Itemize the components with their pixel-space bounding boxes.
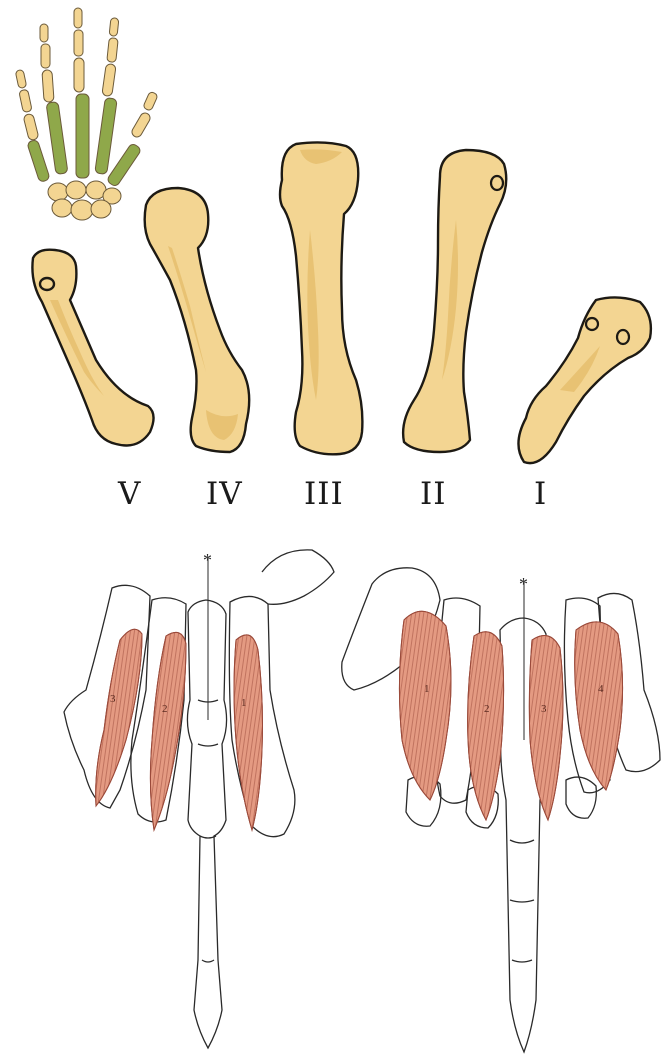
metacarpal-bones	[32, 142, 650, 463]
dorsal-label-1: 1	[424, 683, 430, 695]
label-metacarpal-v: V	[118, 476, 141, 512]
axis-marker-left: *	[203, 550, 212, 570]
metacarpal-ii	[403, 150, 506, 452]
dorsal-label-4: 4	[598, 683, 604, 695]
palmar-label-2: 2	[162, 703, 168, 715]
metacarpal-v	[32, 250, 153, 446]
palmar-label-1: 1	[241, 697, 247, 709]
hand-skeleton-thumbnail	[15, 8, 158, 220]
palmar-interosseous-muscles	[96, 629, 263, 830]
label-metacarpal-i: I	[534, 476, 547, 512]
metacarpal-iv	[145, 188, 250, 452]
metacarpal-iii	[280, 142, 362, 454]
label-metacarpal-ii: II	[420, 476, 447, 512]
label-metacarpal-iv: IV	[206, 476, 243, 512]
dorsal-interosseous-muscles	[399, 611, 622, 820]
label-metacarpal-iii: III	[304, 476, 344, 512]
axis-marker-right: *	[519, 574, 528, 594]
metacarpal-i	[518, 297, 650, 463]
dorsal-interossei-drawing: * 1 2 3 4	[342, 568, 660, 1052]
palmar-label-3: 3	[110, 693, 116, 705]
palmar-interossei-drawing: * 3 2 1	[64, 550, 334, 1048]
dorsal-label-3: 3	[541, 703, 547, 715]
dorsal-label-2: 2	[484, 703, 490, 715]
